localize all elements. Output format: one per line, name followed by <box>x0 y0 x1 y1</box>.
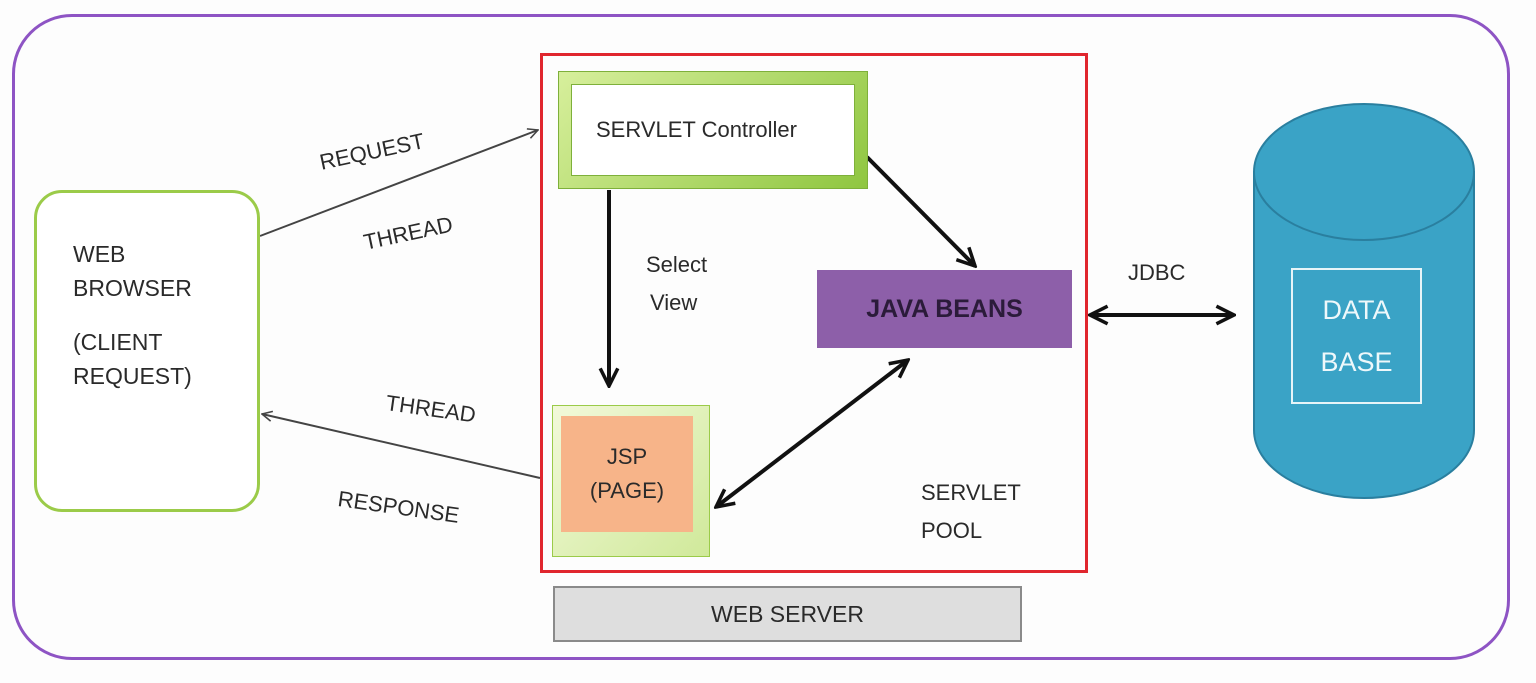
controller-to-beans-arrow <box>865 155 975 266</box>
browser-line-browser: BROWSER <box>73 275 192 301</box>
jsp-label: JSP <box>606 444 648 469</box>
servlet-controller-box: SERVLET Controller <box>558 71 868 189</box>
browser-line-client: (CLIENT <box>73 329 163 355</box>
servlet-container-box <box>540 53 1088 573</box>
browser-line-request: REQUEST) <box>73 363 192 389</box>
servlet-pool-label-line2: POOL <box>921 518 983 543</box>
select-view-label-line1: Select <box>646 252 708 277</box>
request-arrow <box>259 130 538 237</box>
outer-frame <box>12 14 1510 660</box>
jsp-page-box: JSP (PAGE) <box>552 405 710 557</box>
response-arrow <box>262 414 541 479</box>
servlet-pool-label-line1: SERVLET <box>921 480 1021 505</box>
java-beans-box: JAVA BEANS <box>817 270 1072 348</box>
jsp-beans-arrow <box>716 360 908 507</box>
select-view-label-line2: View <box>650 290 698 315</box>
database-label-base: BASE <box>1320 347 1393 377</box>
web-browser-text: WEB BROWSER (CLIENT REQUEST) <box>73 237 192 393</box>
jdbc-label: JDBC <box>1128 260 1186 285</box>
jsp-page-inner: JSP (PAGE) <box>561 416 693 532</box>
web-browser-box: WEB BROWSER (CLIENT REQUEST) <box>34 190 260 512</box>
browser-line-web: WEB <box>73 241 126 267</box>
database-label-box: DATA BASE <box>1291 268 1422 404</box>
jsp-page-label: (PAGE) <box>589 478 665 503</box>
web-server-box: WEB SERVER <box>553 586 1022 642</box>
database-label-data: DATA <box>1322 295 1391 325</box>
database-cylinder <box>1253 103 1475 499</box>
servlet-controller-label: SERVLET Controller <box>571 84 855 176</box>
